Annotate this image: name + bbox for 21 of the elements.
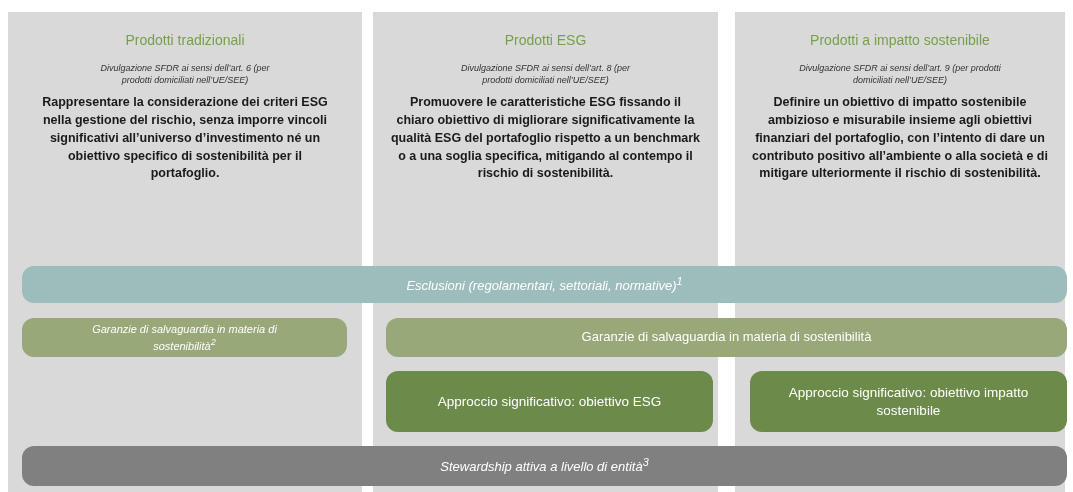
column-heading: Prodotti a impatto sostenibile [810, 32, 990, 48]
disclosure-note: Divulgazione SFDR ai sensi dell’art. 9 (per prodotti domiciliati nell’UE/SEE) [798, 63, 1002, 87]
disclosure-note: Divulgazione SFDR ai sensi dell’art. 8 (per prodotti domiciliati nell’UE/SEE) [460, 63, 631, 87]
column-description: Rappresentare la considerazione dei criteri ESG nella gestione del rischio, senza imporre vincoli significativi all’universo d’investimento né un obiettivo specifico di sostenibilità per il portafoglio. [41, 94, 329, 183]
column-description: Promuovere le caratteristiche ESG fissando il chiaro obiettivo di migliorare significativamente la qualità ESG del portafoglio rispetto a un benchmark o a una soglia specifica, mitigando al contempo il rischio di sostenibilità. [390, 94, 701, 183]
disclosure-note: Divulgazione SFDR ai sensi dell’art. 6 (per prodotti domiciliati nell’UE/SEE) [100, 63, 270, 87]
column-heading: Prodotti ESG [504, 32, 587, 48]
approach-box [750, 371, 1067, 432]
band-label: Stewardship attiva a livello di entità$^{3}$ [440, 455, 649, 477]
band-label: Esclusioni (regolamentari, settoriali, normative)$^{1}$ [406, 273, 683, 296]
approach-box [386, 371, 713, 432]
column-description: Definire un obiettivo di impatto sostenibile ambizioso e misurabile insieme agli obiettivi finanziari del portafoglio, con l’intento di dare un contributo positivo all’ambiente o alla società e di mitigare ulteriormente il rischio di sostenibilità. [751, 94, 1049, 183]
safeguards-band [386, 318, 1067, 357]
stewardship-band [22, 446, 1067, 486]
band-label: Garanzie di salvaguardia in materia di sostenibilità$^{2}$ [91, 322, 278, 353]
band-label: Approccio significativo: obiettivo impatto sostenibile [787, 383, 1030, 420]
band-label: Garanzie di salvaguardia in materia di sostenibilità [581, 329, 872, 346]
exclusions-band [22, 266, 1067, 303]
column-heading: Prodotti tradizionali [125, 32, 245, 48]
safeguards-box [22, 318, 347, 357]
band-label: Approccio significativo: obiettivo ESG [437, 392, 662, 411]
